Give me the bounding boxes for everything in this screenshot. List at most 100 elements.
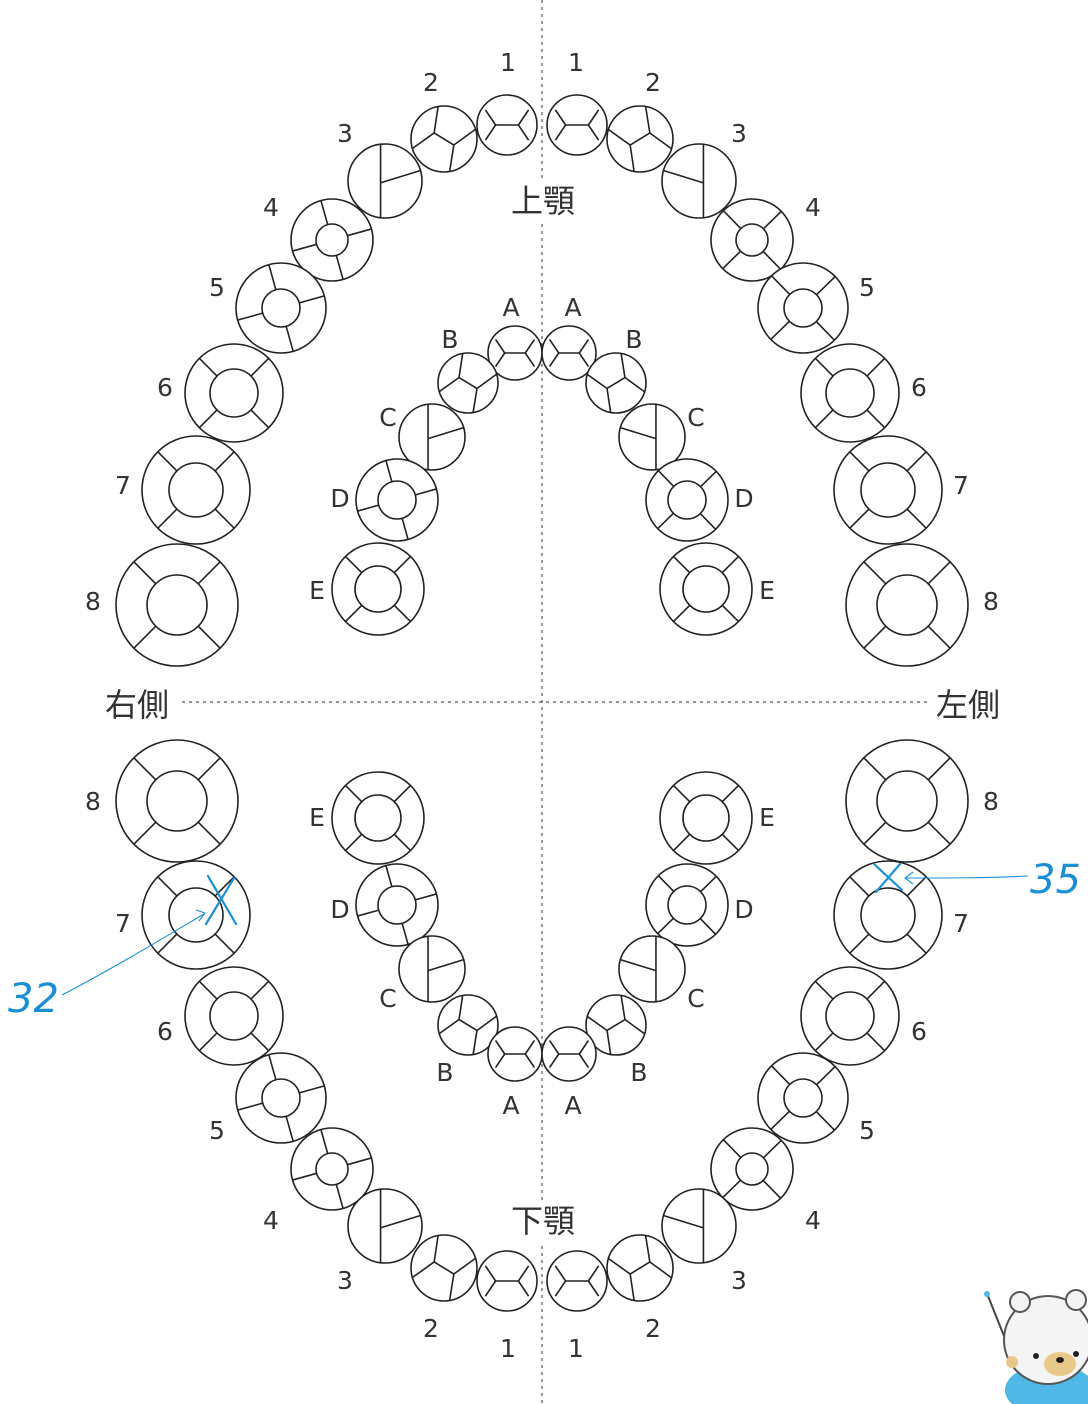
- tooth-upper-primary-right-B[interactable]: [437, 352, 499, 414]
- tooth-label: B: [441, 325, 458, 354]
- tooth-label: 4: [263, 1206, 279, 1235]
- tooth-upper-primary-left-D[interactable]: [645, 458, 729, 542]
- cross-mark-icon: [204, 874, 238, 926]
- tooth-label: E: [759, 576, 775, 605]
- tooth-label: A: [502, 1091, 519, 1120]
- tooth-label: 2: [423, 1314, 439, 1343]
- tooth-label: 2: [645, 68, 661, 97]
- annotation-32: 32: [8, 874, 238, 1022]
- annotation-35: 35: [872, 857, 1081, 903]
- tooth-upper-permanent-right-1[interactable]: [476, 94, 538, 156]
- mascot-bear-icon: [984, 1289, 1088, 1404]
- tooth-lower-permanent-right-8[interactable]: [115, 739, 239, 863]
- tooth-upper-primary-left-A[interactable]: [541, 325, 597, 381]
- tooth-label: E: [759, 803, 775, 832]
- tooth-upper-primary-left-C[interactable]: [618, 403, 686, 471]
- tooth-lower-permanent-left-1[interactable]: [546, 1250, 608, 1312]
- tooth-upper-primary-left-E[interactable]: [659, 542, 753, 636]
- tooth-lower-permanent-left-5[interactable]: [757, 1052, 849, 1144]
- tooth-upper-permanent-right-7[interactable]: [141, 435, 251, 545]
- tooth-label: 3: [731, 119, 747, 148]
- tooth-label: D: [330, 484, 349, 513]
- arrowhead-icon: [904, 871, 914, 885]
- tooth-lower-permanent-right-3[interactable]: [347, 1188, 423, 1264]
- tooth-label: D: [330, 895, 349, 924]
- tooth-label: 5: [209, 273, 225, 302]
- tooth-upper-permanent-left-8[interactable]: [845, 543, 969, 667]
- tooth-upper-permanent-right-2[interactable]: [410, 105, 478, 173]
- left-side-label: 左側: [936, 686, 1000, 724]
- tooth-upper-permanent-right-8[interactable]: [115, 543, 239, 667]
- tooth-lower-permanent-left-2[interactable]: [606, 1234, 674, 1302]
- tooth-label: C: [687, 403, 704, 432]
- tooth-upper-primary-right-A[interactable]: [487, 325, 543, 381]
- tooth-upper-permanent-left-6[interactable]: [800, 343, 900, 443]
- tooth-label: E: [309, 803, 325, 832]
- tooth-lower-primary-left-B[interactable]: [585, 994, 647, 1056]
- tooth-label: 3: [337, 119, 353, 148]
- tooth-label: E: [309, 576, 325, 605]
- tooth-label: C: [687, 984, 704, 1013]
- tooth-lower-permanent-left-8[interactable]: [845, 739, 969, 863]
- tooth-upper-permanent-left-4[interactable]: [710, 198, 794, 282]
- tooth-lower-primary-right-B[interactable]: [437, 994, 499, 1056]
- tooth-lower-primary-right-D[interactable]: [355, 863, 439, 947]
- tooth-lower-permanent-right-2[interactable]: [410, 1234, 478, 1302]
- tooth-label: 6: [157, 1017, 173, 1046]
- tooth-upper-permanent-right-5[interactable]: [235, 262, 327, 354]
- tooth-lower-permanent-right-6[interactable]: [184, 966, 284, 1066]
- tooth-lower-primary-left-A[interactable]: [541, 1026, 597, 1082]
- tooth-label: A: [502, 293, 519, 322]
- tooth-lower-primary-right-C[interactable]: [398, 935, 466, 1003]
- tooth-labels-group: 1234567812345678ABCDEABCDE87654321876543…: [85, 48, 999, 1363]
- tooth-lower-permanent-left-7[interactable]: [833, 860, 943, 970]
- tooth-lower-permanent-left-6[interactable]: [800, 966, 900, 1066]
- tooth-label: D: [734, 484, 753, 513]
- tooth-lower-primary-left-C[interactable]: [618, 935, 686, 1003]
- tooth-label: 3: [337, 1266, 353, 1295]
- annotation-32-text: 32: [8, 976, 59, 1022]
- tooth-lower-primary-right-A[interactable]: [487, 1026, 543, 1082]
- tooth-lower-permanent-left-4[interactable]: [710, 1127, 794, 1211]
- annotation-35-text: 35: [1030, 857, 1081, 903]
- annotation-32-arrow: [61, 913, 205, 996]
- tooth-lower-permanent-left-3[interactable]: [661, 1188, 737, 1264]
- tooth-lower-primary-left-D[interactable]: [645, 863, 729, 947]
- tooth-label: C: [379, 984, 396, 1013]
- right-side-label: 右側: [105, 686, 169, 724]
- tooth-lower-permanent-right-7[interactable]: [141, 860, 251, 970]
- tooth-upper-permanent-left-7[interactable]: [833, 435, 943, 545]
- tooth-upper-primary-left-B[interactable]: [585, 352, 647, 414]
- tooth-label: 4: [805, 1206, 821, 1235]
- tooth-upper-permanent-right-4[interactable]: [290, 198, 374, 282]
- tooth-lower-primary-left-E[interactable]: [659, 771, 753, 865]
- tooth-label: 7: [953, 909, 969, 938]
- tooth-label: 4: [263, 193, 279, 222]
- tooth-label: 1: [568, 1334, 584, 1363]
- tooth-label: C: [379, 403, 396, 432]
- tooth-label: 2: [423, 68, 439, 97]
- tooth-label: 8: [983, 587, 999, 616]
- tooth-upper-primary-right-D[interactable]: [355, 458, 439, 542]
- tooth-label: B: [436, 1058, 453, 1087]
- tooth-upper-permanent-left-1[interactable]: [546, 94, 608, 156]
- tooth-label: 6: [911, 373, 927, 402]
- tooth-upper-permanent-left-2[interactable]: [606, 105, 674, 173]
- tooth-lower-primary-right-E[interactable]: [331, 771, 425, 865]
- tooth-upper-permanent-right-3[interactable]: [347, 143, 423, 219]
- tooth-upper-permanent-left-5[interactable]: [757, 262, 849, 354]
- tooth-label: 5: [859, 273, 875, 302]
- tooth-upper-permanent-left-3[interactable]: [661, 143, 737, 219]
- tooth-label: 7: [115, 909, 131, 938]
- tooth-lower-permanent-right-4[interactable]: [290, 1127, 374, 1211]
- tooth-label: 4: [805, 193, 821, 222]
- tooth-lower-permanent-right-1[interactable]: [476, 1250, 538, 1312]
- tooth-upper-permanent-right-6[interactable]: [184, 343, 284, 443]
- annotation-35-arrow: [904, 875, 1029, 879]
- tooth-label: 1: [500, 48, 516, 77]
- tooth-label: 7: [953, 471, 969, 500]
- tooth-label: B: [625, 325, 642, 354]
- tooth-upper-primary-right-E[interactable]: [331, 542, 425, 636]
- tooth-lower-permanent-right-5[interactable]: [235, 1052, 327, 1144]
- tooth-upper-primary-right-C[interactable]: [398, 403, 466, 471]
